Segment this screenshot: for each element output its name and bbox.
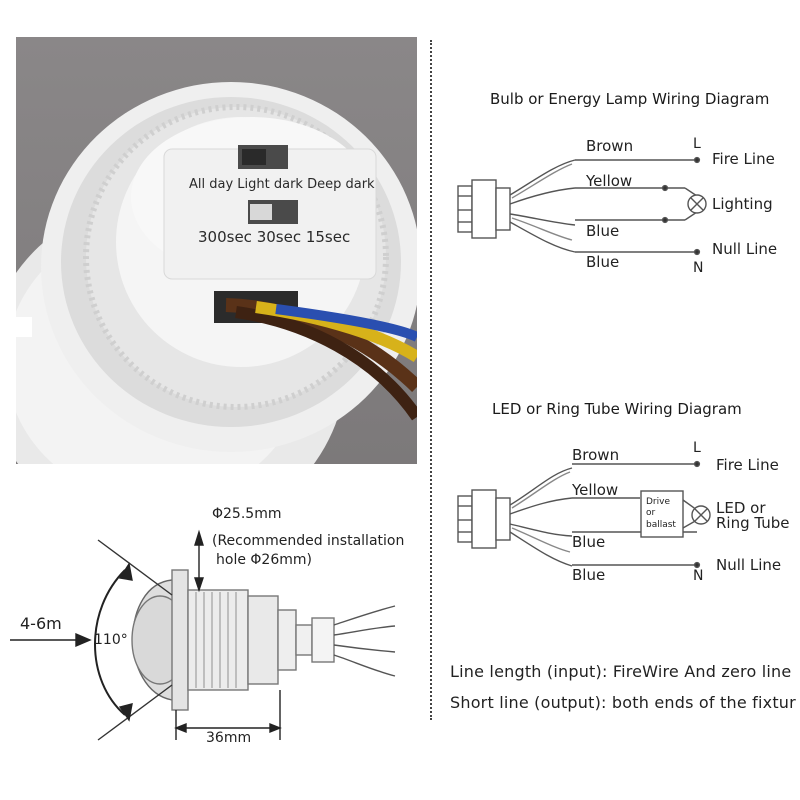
diagram2-terminal-n: N bbox=[693, 568, 704, 584]
diagram2-load-label-1: LED or bbox=[716, 499, 766, 517]
diagram1-wire-yellow: Yellow bbox=[586, 172, 633, 190]
diagram2-fire-line: Fire Line bbox=[716, 456, 779, 474]
diagram2-title: LED or Ring Tube Wiring Diagram bbox=[492, 400, 742, 418]
diagram1-lighting-label: Lighting bbox=[712, 195, 773, 213]
note-output-line: Short line (output): both ends of the fi… bbox=[450, 693, 796, 712]
switch-top-labels: All day Light dark Deep dark bbox=[189, 177, 375, 192]
diameter-label: Φ25.5mm bbox=[212, 506, 282, 522]
angle-label: 110° bbox=[94, 632, 128, 648]
diagram1-title: Bulb or Energy Lamp Wiring Diagram bbox=[490, 90, 770, 108]
diagram2-wire-blue-1: Blue bbox=[572, 533, 606, 551]
length-label: 36mm bbox=[206, 730, 252, 746]
connector-1 bbox=[457, 179, 511, 239]
recommended-hole-line1: (Recommended installation bbox=[212, 533, 405, 549]
diagram2-wire-brown: Brown bbox=[572, 446, 620, 464]
diagram2-terminal-l: L bbox=[693, 440, 701, 456]
diagram2-load-label-2: Ring Tube bbox=[716, 514, 790, 532]
diagram1-terminal-l: L bbox=[693, 136, 701, 152]
switch-bottom-labels: 300sec 30sec 15sec bbox=[198, 228, 351, 246]
connector-2 bbox=[457, 489, 511, 549]
diagram2-wire-blue-2: Blue bbox=[572, 566, 606, 584]
driver-text-3: ballast bbox=[646, 520, 676, 530]
driver-text-1: Drive bbox=[646, 497, 670, 507]
diagram1-wire-blue-1: Blue bbox=[586, 222, 620, 240]
diagram1-wire-brown: Brown bbox=[586, 137, 634, 155]
range-label: 4-6m bbox=[20, 614, 62, 633]
recommended-hole-line2: hole Φ26mm) bbox=[216, 552, 312, 568]
driver-text-2: or bbox=[646, 508, 656, 518]
diagram1-fire-line: Fire Line bbox=[712, 150, 775, 168]
note-input-line: Line length (input): FireWire And zero l… bbox=[450, 662, 792, 681]
diagram1-wire-blue-2: Blue bbox=[586, 253, 620, 271]
diagram1-terminal-n: N bbox=[693, 260, 704, 276]
diagram1-null-line: Null Line bbox=[712, 240, 778, 258]
product-photo: All day Light dark Deep dark 300sec 30se… bbox=[16, 37, 417, 464]
diagram2-wire-yellow: Yellow bbox=[572, 481, 619, 499]
diagram2-null-line: Null Line bbox=[716, 556, 782, 574]
dotted-divider bbox=[430, 40, 432, 720]
sensor-photo-graphic bbox=[16, 82, 417, 464]
